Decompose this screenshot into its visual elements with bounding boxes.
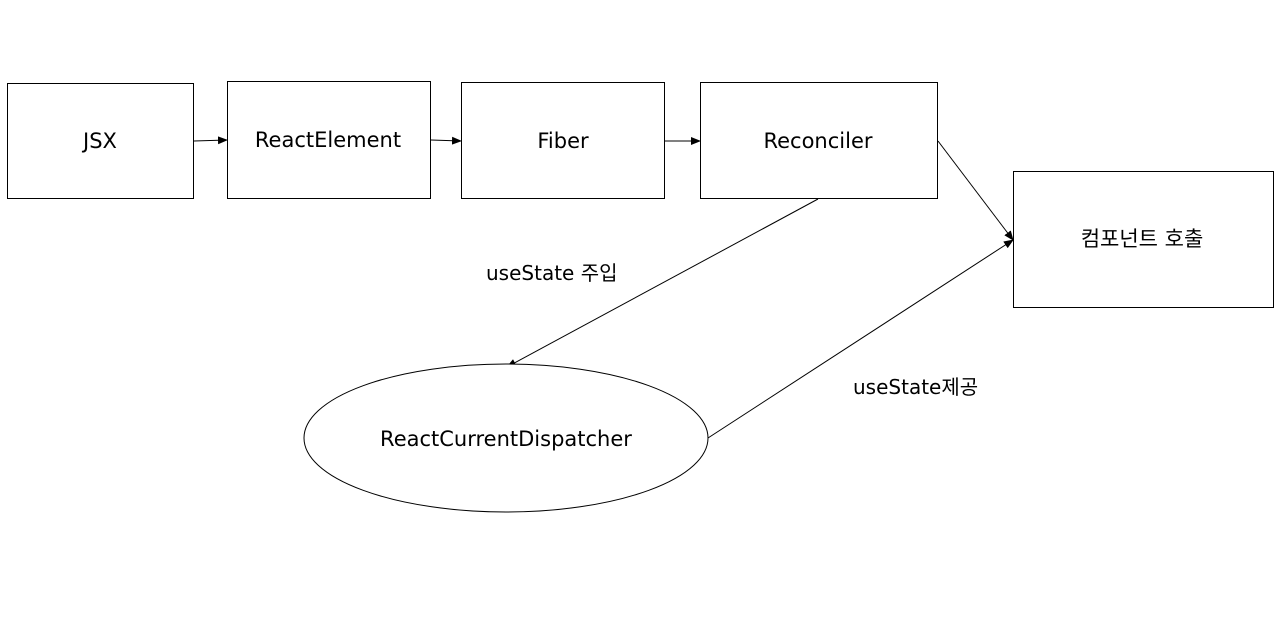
arrow-reactelement-to-fiber xyxy=(430,136,462,145)
node-component-call: 컴포넌트 호출 xyxy=(1013,171,1274,308)
edge-label-usestate-inject: useState 주입 xyxy=(486,261,618,285)
node-jsx: JSX xyxy=(7,83,194,199)
node-dispatcher: ReactCurrentDispatcher xyxy=(303,363,709,513)
node-reconciler-label: Reconciler xyxy=(763,129,872,153)
node-jsx-label: JSX xyxy=(81,129,117,153)
node-component-call-label: 컴포넌트 호출 xyxy=(1081,227,1204,251)
node-fiber-label: Fiber xyxy=(537,129,589,153)
node-fiber: Fiber xyxy=(461,82,665,199)
arrow-reconciler-to-component-call xyxy=(937,140,1014,241)
node-reconciler: Reconciler xyxy=(700,82,938,199)
arrow-reconciler-to-dispatcher xyxy=(506,198,819,368)
edge-label-usestate-provide: useState제공 xyxy=(853,375,978,399)
node-dispatcher-label: ReactCurrentDispatcher xyxy=(380,427,632,451)
arrow-dispatcher-to-component-call xyxy=(707,239,1014,439)
arrow-jsx-to-reactelement xyxy=(193,136,228,145)
node-reactelement: ReactElement xyxy=(227,81,431,199)
node-reactelement-label: ReactElement xyxy=(255,128,401,152)
